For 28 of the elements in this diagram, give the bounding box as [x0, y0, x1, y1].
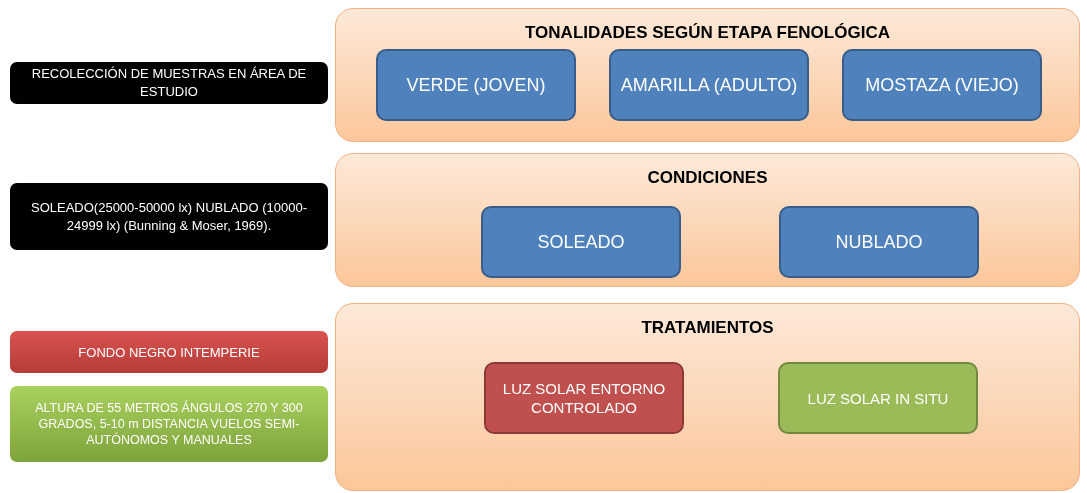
group-panel: [335, 8, 1080, 142]
condition-box: [779, 206, 979, 278]
box-label: NUBLADO: [834, 231, 924, 253]
category-box: [376, 49, 576, 121]
box-label: ALTURA DE 55 METROS ÁNGULOS 270 Y 300 GRADOS, 5-10 m DISTANCIA VUELOS SEMI-AUTÓNOMOS Y MANUALES: [34, 399, 304, 449]
step-box: [10, 386, 328, 462]
category-box: [842, 49, 1042, 121]
box-label: SOLEADO: [536, 231, 626, 253]
panel-heading: CONDICIONES: [646, 168, 769, 188]
treatment-box: [484, 362, 684, 434]
category-box: [609, 49, 809, 121]
group-panel: [335, 153, 1080, 287]
note-box: [10, 183, 328, 250]
panel-heading: TRATAMIENTOS: [640, 318, 775, 338]
condition-box: [481, 206, 681, 278]
box-label: SOLEADO(25000-50000 lx) NUBLADO (10000-24999 lx) (Bunning & Moser, 1969).: [30, 198, 308, 235]
box-label: FONDO NEGRO INTEMPERIE: [77, 344, 261, 360]
step-box: [10, 62, 328, 104]
panel-heading: TONALIDADES SEGÚN ETAPA FENOLÓGICA: [524, 23, 891, 43]
group-panel: [335, 303, 1080, 491]
treatment-box: [778, 362, 978, 434]
step-box: [10, 331, 328, 373]
box-label: LUZ SOLAR IN SITU: [806, 389, 950, 407]
box-label: AMARILLA (ADULTO): [619, 74, 799, 96]
box-label: MOSTAZA (VIEJO): [864, 74, 1020, 96]
box-label: LUZ SOLAR ENTORNO CONTROLADO: [501, 378, 667, 418]
box-label: VERDE (JOVEN): [405, 74, 547, 96]
box-label: RECOLECCIÓN DE MUESTRAS EN ÁREA DE ESTUDIO: [30, 65, 308, 101]
